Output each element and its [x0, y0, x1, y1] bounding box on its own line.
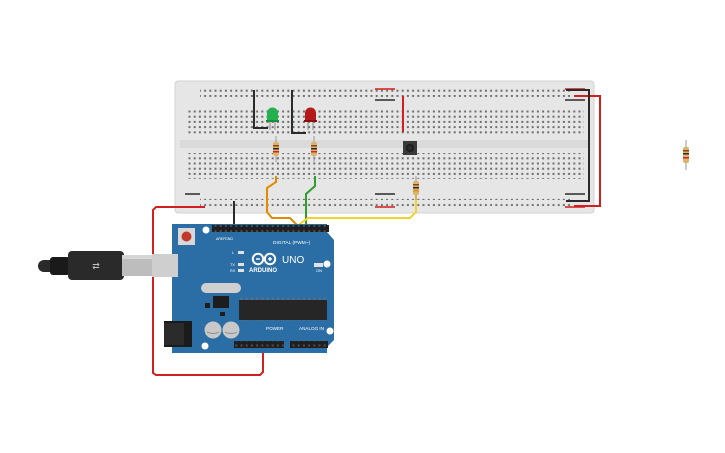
resistor-2[interactable] — [311, 136, 317, 162]
usb-port — [152, 254, 178, 277]
led-tx — [238, 263, 244, 266]
top-rail-2 — [200, 95, 570, 99]
capacitor — [204, 321, 222, 339]
bottom-rail-2 — [200, 202, 570, 206]
on-label: ON — [316, 268, 322, 273]
green-led[interactable] — [266, 107, 279, 130]
aref-label: AREF — [216, 237, 226, 241]
resistor-loose[interactable] — [683, 140, 689, 170]
resistor-3[interactable] — [413, 176, 419, 200]
arduino-uno-board[interactable]: ARDUINO UNO DIGITAL (PWM~) POWER ANALOG … — [152, 224, 334, 353]
mount-hole — [326, 327, 334, 335]
mount-hole — [202, 226, 210, 234]
wire-black-right — [566, 89, 590, 202]
wire-green-signal — [305, 176, 316, 228]
power-header-label: POWER — [266, 326, 284, 331]
bottom-rail-1 — [200, 196, 570, 200]
capacitor — [222, 321, 240, 339]
led-on — [314, 263, 323, 267]
model-text: UNO — [282, 255, 304, 266]
wire-orange-signal — [266, 176, 297, 228]
l-label: L — [232, 251, 234, 255]
gnd-label: GND — [225, 237, 233, 241]
usb-cable: ⇄ — [38, 251, 172, 280]
crystal — [201, 283, 241, 293]
tx-label: TX — [230, 263, 235, 267]
digital-header-label: DIGITAL (PWM~) — [273, 240, 311, 246]
resistor-1[interactable] — [273, 136, 279, 162]
red-led[interactable] — [304, 107, 317, 130]
pushbutton[interactable] — [403, 141, 417, 155]
led-rx — [238, 269, 244, 272]
analog-header-label: ANALOG IN — [299, 326, 324, 331]
center-channel — [180, 140, 590, 148]
mount-hole — [323, 260, 331, 268]
wire-red-right — [574, 95, 601, 207]
arduino-logo-text: ARDUINO — [249, 268, 277, 274]
wire-black-led1 — [253, 90, 268, 129]
terminal-upper — [186, 110, 584, 136]
wire-black-led2 — [291, 90, 306, 134]
breadboard — [174, 80, 595, 214]
regulator — [213, 296, 229, 308]
mount-hole — [201, 342, 209, 350]
top-rail-1 — [200, 89, 570, 93]
terminal-lower — [186, 153, 584, 179]
led-l — [238, 251, 244, 254]
rx-label: RX — [230, 269, 236, 273]
arduino-logo-icon — [251, 252, 277, 266]
wire-red-power — [152, 206, 264, 376]
svg-text:⇄: ⇄ — [92, 261, 100, 271]
atmega-chip — [239, 300, 327, 320]
